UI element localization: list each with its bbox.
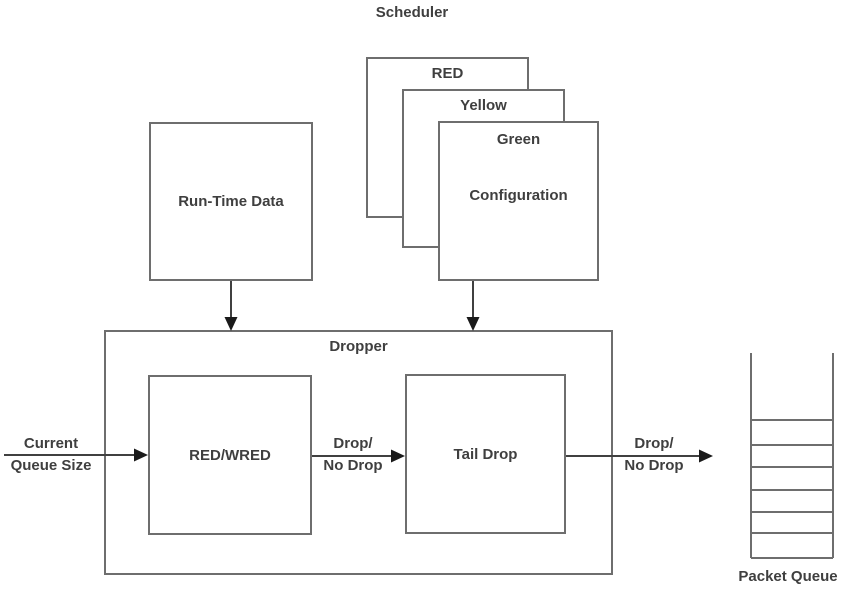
dropper-label: Dropper	[329, 338, 388, 355]
drop-no-drop-out-line2: No Drop	[624, 457, 684, 474]
current-queue-size-label: Current Queue Size	[0, 433, 104, 477]
packet-queue-label: Packet Queue	[738, 568, 838, 585]
configuration-label: Configuration	[469, 187, 568, 204]
current-queue-size-line2: Queue Size	[10, 457, 92, 474]
drop-no-drop-label-out: Drop/ No Drop	[603, 433, 705, 477]
current-queue-size-line1: Current	[23, 435, 79, 452]
drop-no-drop-mid-line1: Drop/	[333, 435, 373, 452]
green-profile-label: Green	[496, 131, 541, 148]
tail-drop-label: Tail Drop	[453, 445, 518, 463]
packet-queue	[750, 353, 834, 559]
down-arrow-icon	[466, 317, 480, 331]
configuration-to-dropper-arrow	[466, 281, 480, 331]
red-wred-box: RED/WRED	[148, 375, 312, 535]
drop-no-drop-out-line1: Drop/	[634, 435, 674, 452]
green-profile-box: Green Configuration	[438, 121, 599, 281]
drop-no-drop-mid-line2: No Drop	[323, 457, 383, 474]
down-arrow-icon	[224, 317, 238, 331]
yellow-profile-label: Yellow	[460, 97, 507, 114]
red-wred-label: RED/WRED	[189, 446, 271, 464]
runtime-to-dropper-arrow	[224, 281, 238, 331]
red-profile-label: RED	[431, 65, 464, 82]
scheduler-title: Scheduler	[375, 4, 449, 21]
runtime-data-label: Run-Time Data	[178, 193, 284, 210]
runtime-data-box: Run-Time Data	[149, 122, 313, 281]
drop-no-drop-label-mid: Drop/ No Drop	[302, 433, 404, 477]
tail-drop-box: Tail Drop	[405, 374, 566, 534]
